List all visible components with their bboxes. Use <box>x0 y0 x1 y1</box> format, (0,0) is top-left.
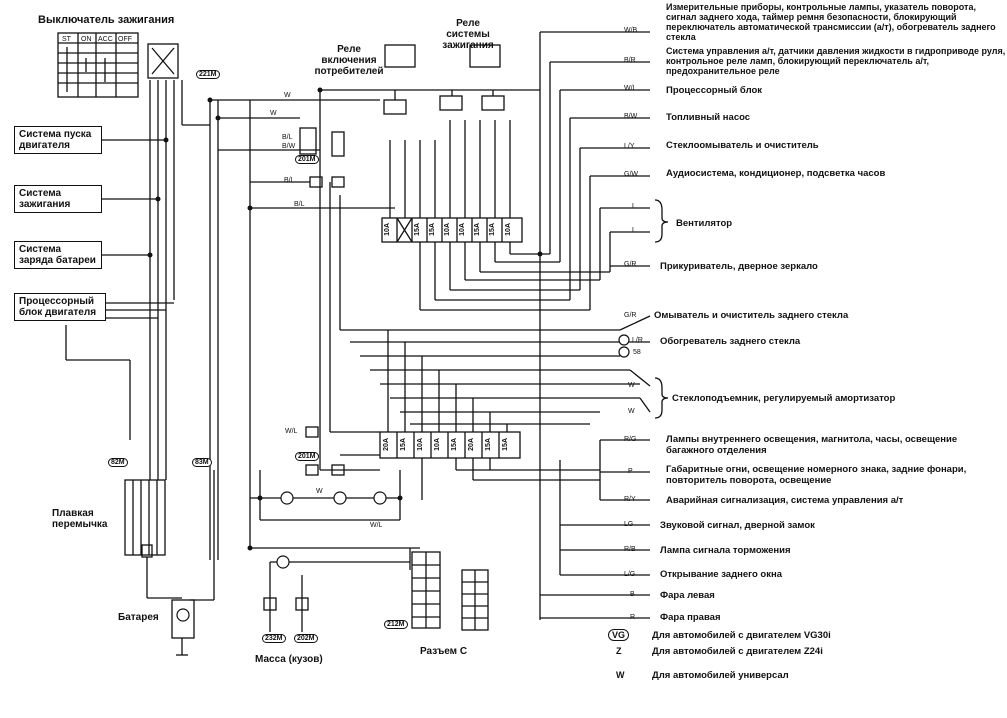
load-text-4: Стеклоомыватель и очиститель <box>666 140 819 151</box>
load-text-15: Лампа сигнала торможения <box>660 545 791 556</box>
fuse-upper-9: 10A <box>505 223 512 236</box>
switch-header-acc: ACC <box>98 36 113 43</box>
switch-header-on: ON <box>81 36 92 43</box>
load-code-13: R/Y <box>624 496 636 503</box>
ignition-relay-title: Реле системы зажигания <box>442 18 494 51</box>
load-text-2: Процессорный блок <box>666 85 763 96</box>
load-code-3: B/W <box>624 113 638 120</box>
battery-label: Батарея <box>118 612 159 623</box>
load-text-7: Прикуриватель, дверное зеркало <box>660 261 818 272</box>
load-relay-title: Реле включения потребителей <box>314 44 384 77</box>
load-code-12: P <box>628 468 633 475</box>
connector-id-221m: 221M <box>196 70 220 79</box>
load-code-18: R <box>630 614 636 621</box>
legend-text-z: Для автомобилей с двигателем Z24i <box>652 646 823 657</box>
switch-header-off: OFF <box>118 36 132 43</box>
load-text-9: Обогреватель заднего стекла <box>660 336 801 347</box>
load-text-11: Лампы внутреннего освещения, магнитола, … <box>666 434 958 456</box>
fuse-lower-1: 20A <box>383 438 390 451</box>
load-code-9: L/R <box>632 337 643 344</box>
connector-id-82m: 82M <box>108 458 128 467</box>
load-code-17: B <box>630 591 635 598</box>
load-text-17: Фара левая <box>660 590 715 601</box>
fuse-upper-4: 15A <box>429 223 436 236</box>
wire-code-bl-1: B/L <box>282 134 293 141</box>
load-code-10a: W <box>628 382 635 389</box>
wire-code-bw: B/W <box>282 143 296 150</box>
connector-id-83m: 83M <box>192 458 212 467</box>
connector-id-232m: 232M <box>262 634 286 643</box>
wire-code-w-3: W <box>316 488 323 495</box>
legend-text-vg: Для автомобилей с двигателем VG30i <box>652 630 831 641</box>
load-text-6: Вентилятор <box>676 218 733 229</box>
load-code-10b: W <box>628 408 635 415</box>
load-code-6b: L <box>632 227 636 234</box>
load-code-2: W/L <box>624 85 637 92</box>
wire-code-w-2: W <box>270 110 277 117</box>
wire-code-bl-3: B/L <box>294 201 305 208</box>
legend-symbol-w: W <box>616 670 625 680</box>
wire-code-bl-2: B/L <box>284 177 295 184</box>
charging-system-box: Система заряда батареи <box>14 241 102 269</box>
connector-id-201m-upper: 201M <box>295 155 319 164</box>
load-text-12: Габаритные огни, освещение номерного зна… <box>666 464 967 486</box>
wire-code-wl-2: W/L <box>370 522 383 529</box>
fuse-58-label: 58 <box>633 349 641 356</box>
legend-symbol-z: Z <box>616 646 622 656</box>
fuse-upper-5: 10A <box>444 223 451 236</box>
ignition-system-box: Система зажигания <box>14 185 102 213</box>
load-text-8: Омыватель и очиститель заднего стекла <box>654 310 849 321</box>
load-text-3: Топливный насос <box>666 112 751 123</box>
load-text-13: Аварийная сигнализация, система управлен… <box>666 495 904 506</box>
connector-id-201m-lower: 201M <box>295 452 319 461</box>
ground-label: Масса (кузов) <box>255 654 323 665</box>
load-code-1: B/R <box>624 57 636 64</box>
load-code-14: LG <box>624 521 634 528</box>
wire-code-w-1: W <box>284 92 291 99</box>
load-code-16: L/G <box>624 571 636 578</box>
load-code-7: G/R <box>624 261 637 268</box>
fuse-lower-7: 15A <box>485 438 492 451</box>
fuse-upper-7: 15A <box>474 223 481 236</box>
load-code-5: G/W <box>624 171 638 178</box>
load-text-18: Фара правая <box>660 612 721 623</box>
load-text-10: Стеклоподъемник, регулируемый амортизато… <box>672 393 896 404</box>
load-code-8: G/R <box>624 312 637 319</box>
legend-symbol-vg: VG <box>608 629 630 641</box>
fuse-upper-3: 15A <box>414 223 421 236</box>
ignition-switch-title: Выключатель зажигания <box>38 14 175 26</box>
fuse-lower-4: 10A <box>434 438 441 451</box>
load-code-6a: L <box>632 203 636 210</box>
fuse-upper-6: 10A <box>459 223 466 236</box>
starter-system-box: Система пуска двигателя <box>14 126 102 154</box>
load-code-11: R/G <box>624 436 637 443</box>
fuse-lower-2: 15A <box>400 438 407 451</box>
fusible-link-label: Плавкая перемычка <box>52 508 108 530</box>
load-text-0: Измерительные приборы, контрольные лампы… <box>666 2 996 42</box>
connector-id-202m: 202M <box>294 634 318 643</box>
fuse-lower-5: 15A <box>451 438 458 451</box>
fuse-upper-8: 15A <box>489 223 496 236</box>
load-code-0: W/B <box>624 27 638 34</box>
load-text-16: Открывание заднего окна <box>660 569 782 580</box>
connector-c-label: Разъем С <box>420 646 468 657</box>
fuse-lower-6: 20A <box>468 438 475 451</box>
load-text-1: Система управления а/т, датчики давления… <box>666 46 1006 76</box>
load-text-14: Звуковой сигнал, дверной замок <box>660 520 815 531</box>
load-code-4: L/Y <box>624 143 635 150</box>
load-code-15: R/B <box>624 546 636 553</box>
fuse-lower-3: 10A <box>417 438 424 451</box>
legend-text-w: Для автомобилей универсал <box>652 670 789 681</box>
load-text-5: Аудиосистема, кондиционер, подсветка час… <box>666 168 886 179</box>
switch-header-st: ST <box>62 36 71 43</box>
ecu-box: Процессорный блок двигателя <box>14 293 106 321</box>
connector-id-212m: 212M <box>384 620 408 629</box>
wire-code-wl-1: W/L <box>285 428 298 435</box>
fuse-upper-1: 10A <box>384 223 391 236</box>
fuse-lower-8: 15A <box>502 438 509 451</box>
